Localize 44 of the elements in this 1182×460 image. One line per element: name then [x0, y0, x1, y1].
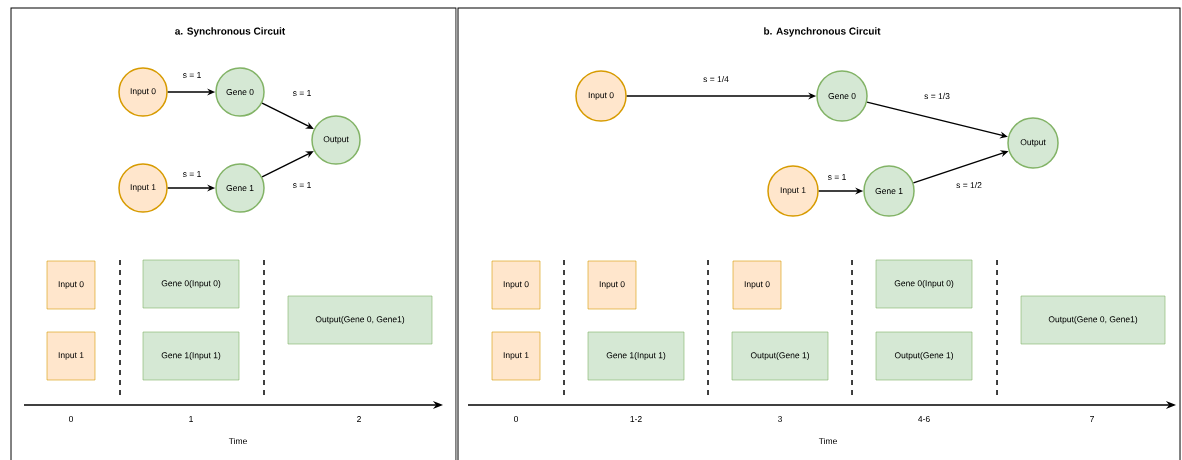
axis-label: 4-6 [918, 416, 930, 422]
edge-label: s = 1/4 [702, 74, 730, 84]
process-box: Gene 1(Input 1) [142, 331, 240, 381]
arrow [261, 102, 314, 129]
circle-node: Input 0 [575, 70, 627, 122]
circle-node: Gene 1 [863, 165, 915, 217]
circle-node: Input 1 [118, 163, 168, 213]
axis-label: Time [818, 437, 837, 445]
circle-node: Input 0 [118, 67, 168, 117]
edge-label: s = 1 [291, 89, 313, 97]
process-box: Input 1 [491, 331, 541, 381]
axis-label: 0 [513, 416, 519, 422]
axis-label: Time [228, 437, 247, 445]
axis-label: 3 [778, 416, 782, 422]
arrow [261, 151, 314, 178]
circle-node: Input 1 [767, 165, 819, 217]
axis-label: 1 [189, 416, 193, 422]
circle-node: Output [1007, 117, 1059, 169]
circle-node: Gene 1 [215, 163, 265, 213]
process-box: Input 0 [491, 260, 541, 310]
process-box: Input 0 [46, 260, 96, 310]
process-box: Output(Gene 1) [731, 331, 829, 381]
axis-label: 7 [1090, 416, 1094, 422]
circle-node: Gene 0 [816, 70, 868, 122]
axis-label: 1-2 [630, 416, 642, 422]
process-box: Output(Gene 0, Gene1) [1020, 295, 1166, 345]
process-box: Gene 0(Input 0) [142, 259, 240, 309]
process-box: Input 0 [732, 260, 782, 310]
edge-label: s = 1 [291, 181, 313, 189]
process-box: Output(Gene 0, Gene1) [287, 295, 433, 345]
edge-label: s = 1/2 [955, 180, 983, 190]
edge-label: s = 1 [181, 71, 203, 79]
circle-node: Output [311, 115, 361, 165]
process-box: Gene 0(Input 0) [875, 259, 973, 309]
edge-label: s = 1 [826, 173, 848, 181]
axis-label: 0 [68, 416, 74, 422]
circle-node: Gene 0 [215, 67, 265, 117]
edge-label: s = 1 [181, 170, 203, 178]
process-box: Gene 1(Input 1) [587, 331, 685, 381]
process-box: Output(Gene 1) [875, 331, 973, 381]
process-box: Input 0 [587, 260, 637, 310]
axis-label: 2 [357, 416, 361, 422]
edge-label: s = 1/3 [923, 91, 951, 101]
process-box: Input 1 [46, 331, 96, 381]
